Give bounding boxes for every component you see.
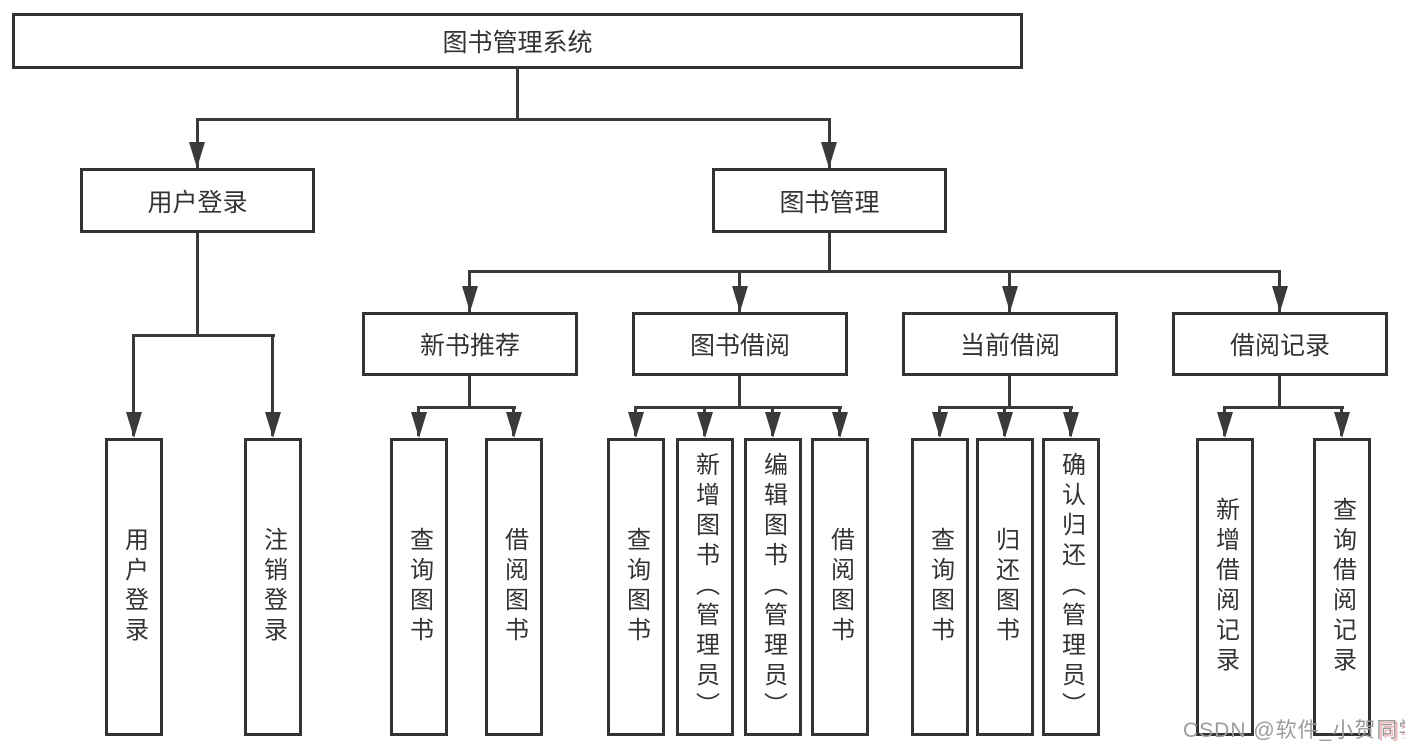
leaf-borrow-books: 借阅图书 (811, 438, 869, 736)
arrow-down-icon (126, 412, 142, 438)
arrow-down-icon (765, 412, 781, 438)
node-book-management-label: 图书管理 (779, 188, 880, 217)
connector-line (132, 334, 275, 337)
node-current-borrow-label: 当前借阅 (959, 332, 1060, 360)
csdn-watermark-suffix: 同学 (1376, 719, 1405, 742)
node-new-book-recommend: 新书推荐 (362, 312, 578, 376)
arrow-down-icon (506, 412, 522, 438)
connector-line (196, 233, 199, 336)
connector-line (516, 69, 519, 120)
leaf-label: 确认归还（管理员） (1057, 452, 1085, 722)
leaf-edit-books-admin: 编辑图书（管理员） (744, 438, 802, 736)
arrow-down-icon (932, 412, 948, 438)
leaf-borrow-books-recommend: 借阅图书 (485, 438, 543, 736)
node-new-book-recommend-label: 新书推荐 (419, 332, 520, 360)
connector-line (738, 376, 741, 408)
connector-line (1278, 376, 1281, 408)
arrow-down-icon (697, 412, 713, 438)
leaf-add-borrow-record: 新增借阅记录 (1196, 438, 1254, 736)
leaf-query-books-recommend: 查询图书 (390, 438, 448, 736)
arrow-down-icon (1002, 286, 1018, 312)
arrow-down-icon (1334, 412, 1350, 438)
leaf-label: 新增借阅记录 (1211, 497, 1239, 677)
leaf-return-books: 归还图书 (976, 438, 1034, 736)
csdn-watermark: CSDN @软件_小贺同学 (1183, 714, 1405, 744)
arrow-down-icon (265, 412, 281, 438)
arrow-down-icon (411, 412, 427, 438)
connector-line (132, 334, 135, 436)
arrow-down-icon (832, 412, 848, 438)
leaf-confirm-return-admin: 确认归还（管理员） (1042, 438, 1100, 736)
leaf-query-books-borrow: 查询图书 (607, 438, 665, 736)
node-borrow-record: 借阅记录 (1172, 312, 1388, 376)
leaf-label: 借阅图书 (826, 527, 854, 647)
node-book-borrow: 图书借阅 (632, 312, 848, 376)
leaf-query-books-current: 查询图书 (911, 438, 969, 736)
node-book-management: 图书管理 (712, 168, 947, 233)
arrow-down-icon (1272, 286, 1288, 312)
root-node-label: 图书管理系统 (442, 29, 593, 57)
leaf-logout: 注销登录 (244, 438, 302, 736)
leaf-label: 查询图书 (622, 527, 650, 647)
arrow-down-icon (997, 412, 1013, 438)
leaf-label: 归还图书 (991, 527, 1019, 647)
connector-line (196, 118, 831, 121)
leaf-label: 查询图书 (405, 527, 433, 647)
leaf-add-books-admin: 新增图书（管理员） (676, 438, 734, 736)
connector-line (828, 233, 831, 273)
node-user-login-label: 用户登录 (147, 188, 248, 217)
node-current-borrow: 当前借阅 (902, 312, 1118, 376)
connector-line (1008, 376, 1011, 408)
leaf-label: 用户登录 (120, 527, 148, 647)
leaf-label: 查询图书 (926, 527, 954, 647)
leaf-query-borrow-record: 查询借阅记录 (1313, 438, 1371, 736)
leaf-label: 新增图书（管理员） (691, 452, 719, 722)
connector-line (634, 406, 842, 409)
connector-line (417, 406, 516, 409)
arrow-down-icon (821, 142, 837, 168)
arrow-down-icon (628, 412, 644, 438)
connector-line (1223, 406, 1344, 409)
connector-line (271, 334, 274, 436)
arrow-down-icon (189, 142, 205, 168)
node-user-login: 用户登录 (80, 168, 315, 233)
leaf-label: 注销登录 (259, 527, 287, 647)
leaf-label: 查询借阅记录 (1328, 497, 1356, 677)
node-borrow-record-label: 借阅记录 (1229, 332, 1330, 360)
arrow-down-icon (732, 286, 748, 312)
leaf-label: 借阅图书 (500, 527, 528, 647)
leaf-label: 编辑图书（管理员） (759, 452, 787, 722)
connector-line (468, 270, 1281, 273)
leaf-user-login: 用户登录 (105, 438, 163, 736)
node-book-borrow-label: 图书借阅 (689, 332, 790, 360)
arrow-down-icon (1217, 412, 1233, 438)
csdn-watermark-prefix: CSDN @软件_小贺 (1183, 719, 1377, 742)
connector-line (468, 376, 471, 408)
root-node: 图书管理系统 (12, 13, 1023, 69)
arrow-down-icon (1063, 412, 1079, 438)
arrow-down-icon (462, 286, 478, 312)
